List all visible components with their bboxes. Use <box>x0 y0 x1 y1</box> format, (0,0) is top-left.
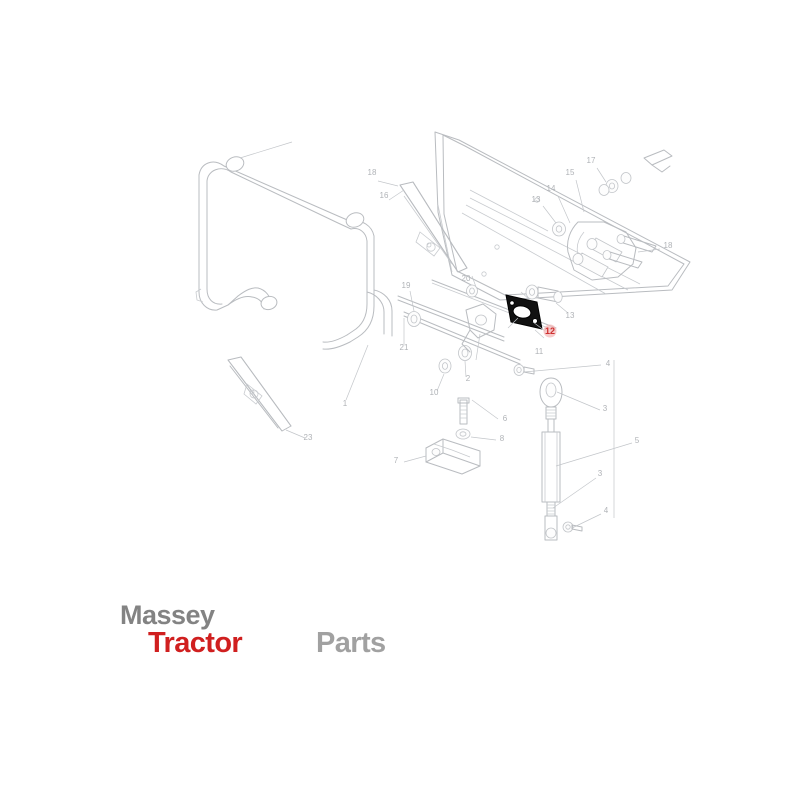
handrail-lower-bend <box>366 289 393 337</box>
handrail <box>195 156 375 350</box>
callout-number: 13 <box>566 311 575 320</box>
lever-arm <box>403 438 481 475</box>
logo-word-massey: Massey <box>120 600 215 630</box>
triangle-plate <box>227 356 306 439</box>
upper-triangle-plate <box>377 180 468 273</box>
callout-number: 10 <box>430 388 439 397</box>
callout-number: 18 <box>664 241 673 250</box>
callout-number: 4 <box>606 359 611 368</box>
callout-number: 3 <box>603 404 608 413</box>
hinge-plate <box>567 221 661 281</box>
callout-number: 23 <box>304 433 313 442</box>
callout-number: 21 <box>400 343 409 352</box>
callout-number: 4 <box>604 506 609 515</box>
strut-fasteners <box>513 364 583 533</box>
callout-number: 14 <box>547 184 556 193</box>
callout-number: 18 <box>368 168 377 177</box>
callout-number: 7 <box>394 456 399 465</box>
callout-number: 17 <box>587 156 596 165</box>
roller-pin <box>525 284 569 314</box>
logo-word-tractor: Tractor <box>148 627 243 659</box>
bolt-set-top-right <box>542 149 673 237</box>
callout-12-label: 12 <box>545 326 555 336</box>
bracket-12-highlighted <box>505 291 546 332</box>
callout-number: 8 <box>500 434 505 443</box>
callout-number: 15 <box>566 168 575 177</box>
callout-number: 11 <box>535 347 544 356</box>
left-pivot-piece <box>461 303 497 361</box>
bolt-and-nut-lever <box>455 397 499 441</box>
gas-strut <box>523 360 633 541</box>
guide-lines <box>239 141 545 345</box>
logo-word-parts: Parts <box>316 627 386 659</box>
callout-number: 1 <box>343 399 348 408</box>
callout-12-highlight[interactable]: 12 <box>543 324 557 338</box>
callout-number: 6 <box>503 414 508 423</box>
callout-number: 3 <box>598 469 603 478</box>
side-panel <box>434 131 691 301</box>
callout-number: 16 <box>380 191 389 200</box>
callout-number: 19 <box>402 281 411 290</box>
callout-number: 2 <box>466 374 471 383</box>
callout-number: 20 <box>462 274 471 283</box>
brand-logo: Massey Tractor Parts <box>118 600 386 670</box>
washer-cluster <box>407 284 478 392</box>
callout-number: 5 <box>635 436 640 445</box>
callout-number: 13 <box>532 195 541 204</box>
